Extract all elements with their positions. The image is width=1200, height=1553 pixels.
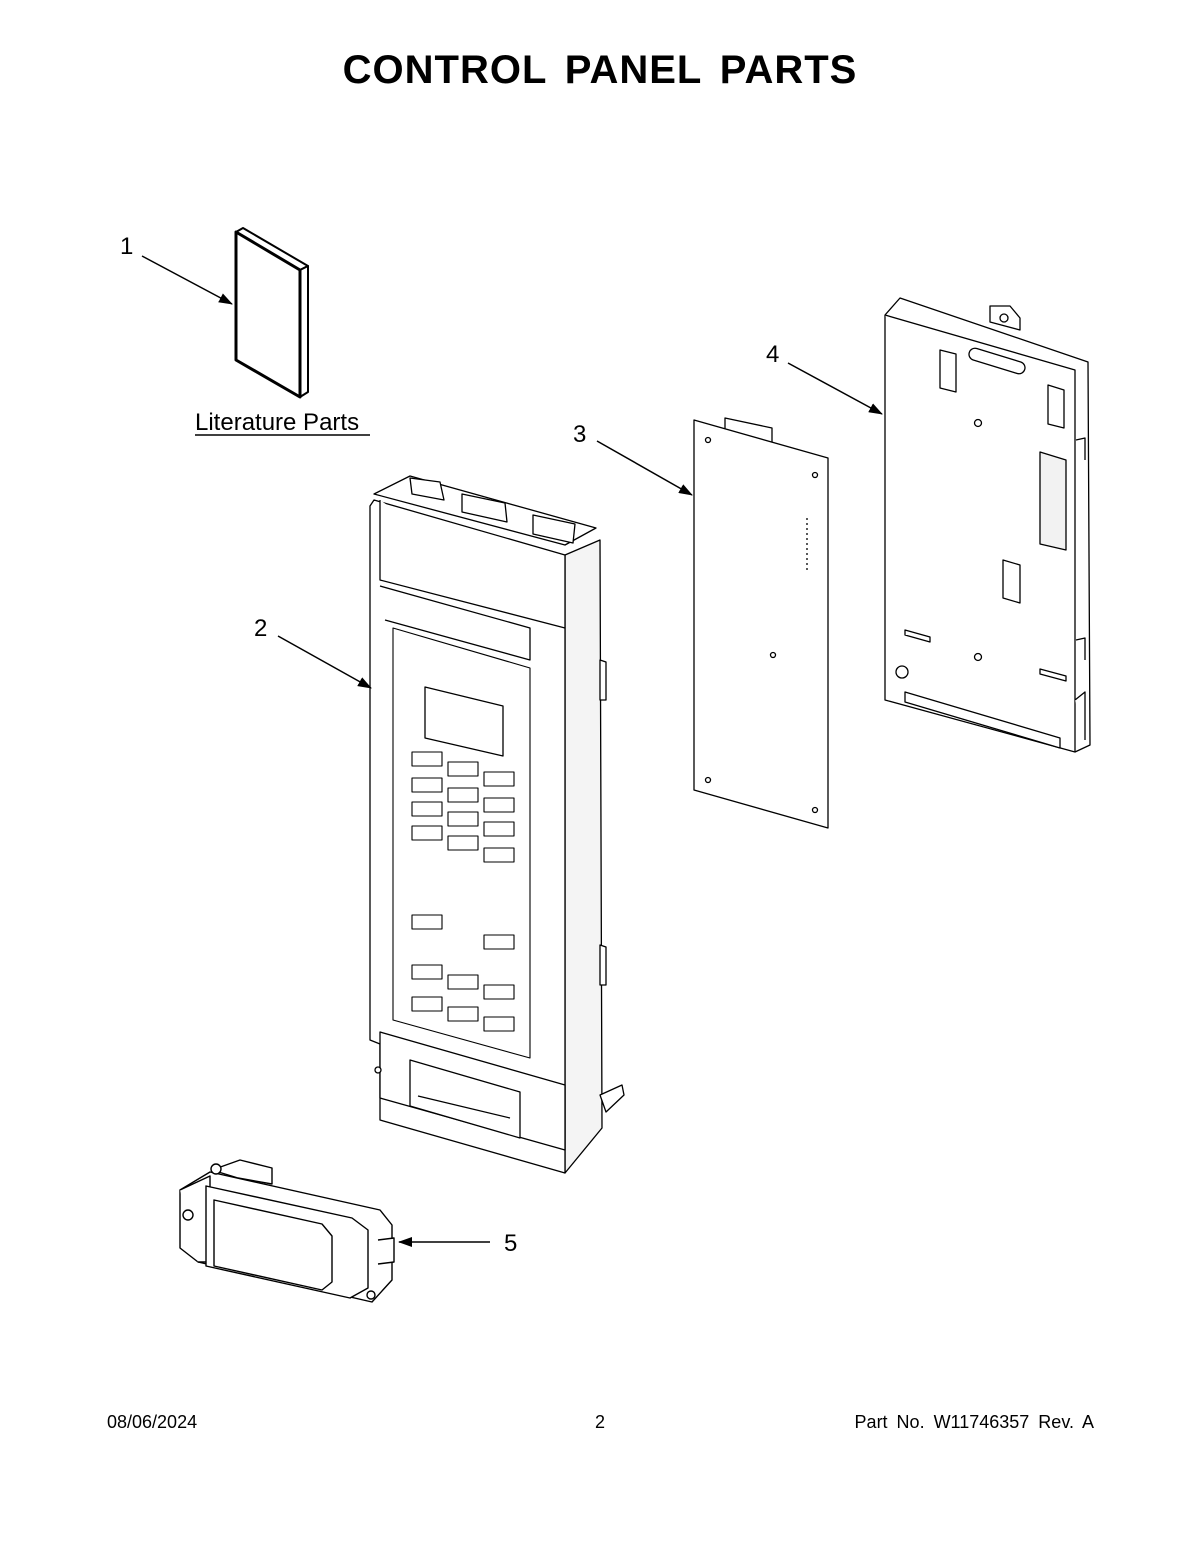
callout-3: 3 xyxy=(573,421,586,448)
footer-date: 08/06/2024 xyxy=(107,1412,198,1432)
callout-1: 1 xyxy=(120,233,133,260)
literature-parts-label: Literature Parts xyxy=(195,409,359,436)
literature-booklet xyxy=(234,227,309,399)
footer-page-number: 2 xyxy=(594,1412,605,1432)
circuit-board xyxy=(693,417,829,829)
callout-leader-1 xyxy=(141,255,233,305)
footer-part-number: Part No. W11746357 Rev. A xyxy=(854,1412,1094,1432)
control-bracket xyxy=(884,297,1091,753)
control-panel-frame xyxy=(369,475,625,1174)
callout-4: 4 xyxy=(766,341,779,368)
keypad-buttons xyxy=(411,751,515,1032)
callout-2: 2 xyxy=(254,615,267,642)
electronic-module xyxy=(179,1159,395,1303)
page-title: CONTROL PANEL PARTS xyxy=(342,48,858,92)
callout-leader-3 xyxy=(596,440,693,496)
callout-leader-4 xyxy=(787,362,883,415)
callout-5: 5 xyxy=(504,1230,517,1257)
callout-leader-2 xyxy=(277,635,372,689)
